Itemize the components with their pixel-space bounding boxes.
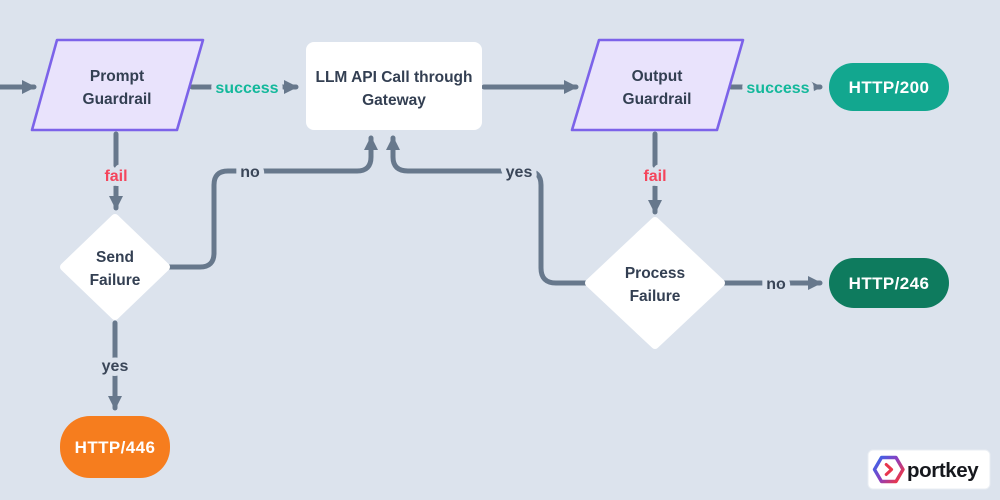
node-http-246-label: HTTP/246 (849, 274, 930, 293)
node-prompt-guardrail (30, 38, 205, 132)
portkey-hexagon-icon (872, 455, 905, 484)
label-output-fail: fail (643, 168, 666, 185)
node-prompt-guardrail-label-line2: Guardrail (83, 91, 152, 108)
node-process-failure-label-line2: Failure (630, 288, 681, 305)
label-prompt-fail: fail (104, 168, 127, 185)
node-prompt-guardrail-label-line1: Prompt (90, 68, 144, 85)
node-send-failure (60, 214, 170, 320)
label-process-no: no (766, 276, 786, 293)
label-send-no: no (240, 164, 260, 181)
portkey-logo-text: portkey (907, 459, 979, 482)
label-output-success: success (746, 80, 809, 97)
node-output-guardrail (570, 38, 745, 132)
node-llm-gateway-label-line2: Gateway (362, 92, 426, 109)
node-llm-gateway-label-line1: LLM API Call through (316, 69, 473, 86)
edge-send-no (166, 135, 378, 270)
node-process-failure (585, 217, 725, 349)
node-http-200-label: HTTP/200 (849, 78, 930, 97)
node-send-failure-label-line1: Send (96, 249, 134, 266)
label-process-yes: yes (506, 164, 533, 181)
nodes: Prompt Guardrail LLM API Call through Ga… (30, 38, 949, 478)
node-http-200 (829, 63, 949, 111)
edges (0, 80, 823, 411)
node-http-446-label: HTTP/446 (75, 438, 156, 457)
node-output-guardrail-label-line1: Output (632, 68, 683, 85)
node-output-guardrail-label-line2: Guardrail (623, 91, 692, 108)
node-llm-gateway (306, 42, 482, 130)
portkey-logo: portkey (867, 449, 991, 490)
node-http-246 (829, 258, 949, 308)
node-process-failure-label-line1: Process (625, 265, 685, 282)
chevron-right-icon (884, 463, 894, 476)
label-prompt-success: success (215, 80, 278, 97)
node-send-failure-label-line2: Failure (90, 272, 141, 289)
edge-process-yes (386, 135, 589, 286)
label-send-yes: yes (102, 358, 129, 375)
node-http-446 (60, 416, 170, 478)
